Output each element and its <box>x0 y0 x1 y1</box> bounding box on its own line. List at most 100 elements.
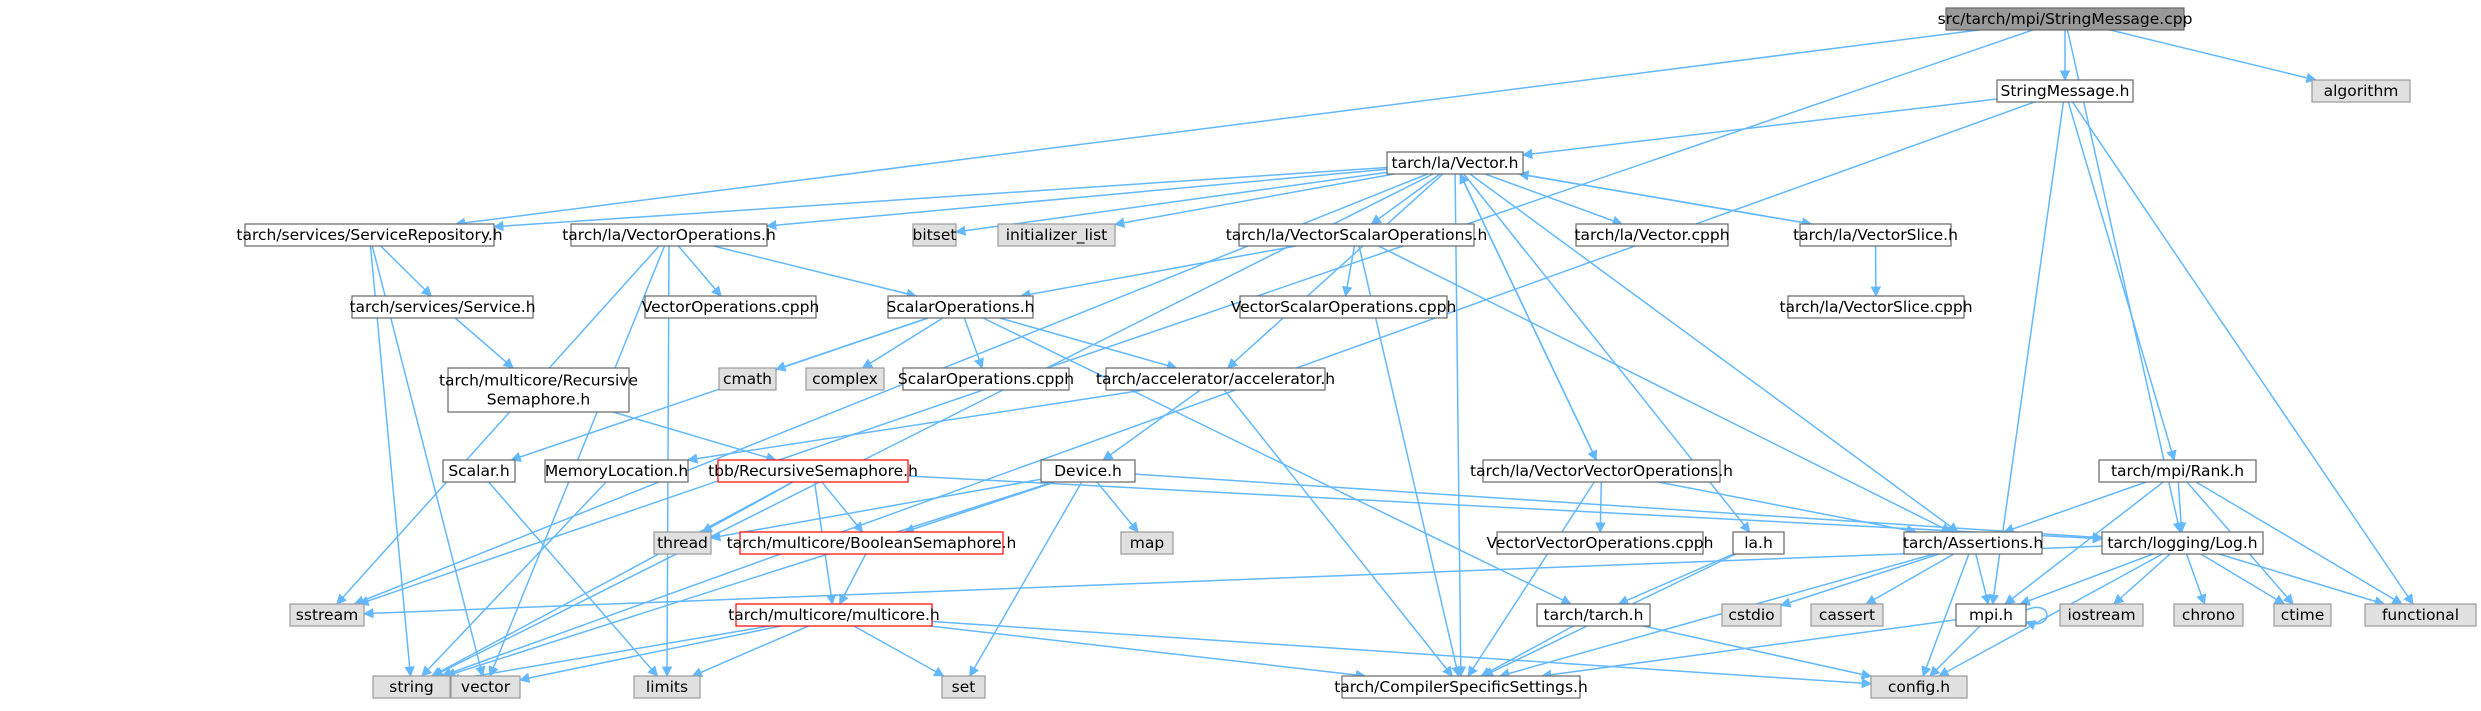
node-mpi_h[interactable]: mpi.h <box>1955 603 2027 627</box>
node-vector_scalar_ops[interactable]: tarch/la/VectorScalarOperations.h <box>1226 223 1488 247</box>
node-la_h[interactable]: la.h <box>1732 531 1785 555</box>
node-vector_vector_ops_cpph[interactable]: VectorVectorOperations.cpph <box>1487 531 1714 555</box>
node-box <box>2098 459 2257 483</box>
node-tarch_h[interactable]: tarch/tarch.h <box>1536 603 1651 627</box>
edge-mpi_rank-to-logging_log <box>2175 481 2187 534</box>
node-vector_h[interactable]: tarch/la/Vector.h <box>1386 151 1524 175</box>
edge-device_h-to-set <box>969 481 1083 677</box>
node-cstdio: cstdio <box>1721 603 1782 627</box>
edge-stringmessage_h-to-mpi_rank <box>2067 101 2177 462</box>
edge-device_h-to-logging_log <box>1134 473 2104 543</box>
node-vector_cpph[interactable]: tarch/la/Vector.cpph <box>1574 223 1730 247</box>
node-label: cassert <box>1819 606 1875 624</box>
node-label: tarch/mpi/Rank.h <box>2111 462 2244 480</box>
node-tbb_recursive[interactable]: tbb/RecursiveSemaphore.h <box>708 459 918 483</box>
node-label: tarch/la/VectorScalarOperations.h <box>1226 226 1488 244</box>
node-scalar_operations[interactable]: ScalarOperations.h <box>887 295 1035 319</box>
node-service_repository[interactable]: tarch/services/ServiceRepository.h <box>236 223 503 247</box>
edge-stringmessage_h-to-vector_h <box>1521 98 1998 160</box>
node-label: chrono <box>2182 606 2235 624</box>
node-vector_operations[interactable]: tarch/la/VectorOperations.h <box>562 223 776 247</box>
node-compiler_specific[interactable]: tarch/CompilerSpecificSettings.h <box>1334 675 1588 699</box>
node-label: ctime <box>2281 606 2325 624</box>
node-box <box>1341 675 1581 699</box>
node-vector_vector_ops[interactable]: tarch/la/VectorVectorOperations.h <box>1470 459 1733 483</box>
node-device_h[interactable]: Device.h <box>1040 459 1136 483</box>
edge-boolean_semaphore-to-multicore_h <box>839 553 867 605</box>
node-label: complex <box>812 370 878 388</box>
edge-la_h-to-tarch_h <box>1617 553 1734 606</box>
edge-vector_h-to-accelerator <box>1226 173 1444 369</box>
node-service_h[interactable]: tarch/services/Service.h <box>349 295 536 319</box>
node-iostream: iostream <box>2059 603 2144 627</box>
node-stringmessage_h[interactable]: StringMessage.h <box>1996 79 2134 103</box>
node-memory_location[interactable]: MemoryLocation.h <box>544 459 689 483</box>
edge-mpi_h-to-mpi_h <box>2025 606 2048 631</box>
node-box <box>1945 7 2185 31</box>
node-box <box>902 367 1070 391</box>
node-set: set <box>941 675 986 699</box>
node-box <box>372 675 451 699</box>
node-vector_slice_cpph[interactable]: tarch/la/VectorSlice.cpph <box>1779 295 1973 319</box>
edge-vector_h-to-vector_scalar_ops <box>1370 173 1441 225</box>
node-box <box>1721 603 1782 627</box>
node-accelerator[interactable]: tarch/accelerator/accelerator.h <box>1096 367 1335 391</box>
node-multicore_h[interactable]: tarch/multicore/multicore.h <box>728 603 940 627</box>
edge-multicore_h-to-config_h <box>931 620 1873 689</box>
node-label: tbb/RecursiveSemaphore.h <box>708 462 918 480</box>
node-label: VectorVectorOperations.cpph <box>1487 534 1714 552</box>
node-assertions[interactable]: tarch/Assertions.h <box>1903 531 2043 555</box>
edge-vector_vector_ops-to-compiler_specific <box>1467 481 1595 677</box>
edge-root-to-sstream <box>358 29 2034 606</box>
edge-tbb_recursive-to-boolean_semaphore <box>821 481 864 533</box>
edge-vector_h-to-vector_cpph <box>1484 173 1623 226</box>
node-logging_log[interactable]: tarch/logging/Log.h <box>2101 531 2264 555</box>
node-label: MemoryLocation.h <box>545 462 688 480</box>
edge-logging_log-to-sstream <box>362 545 2103 619</box>
edge-multicore_h-to-string <box>448 625 770 684</box>
node-label: tarch/services/ServiceRepository.h <box>236 226 502 244</box>
edge-tbb_recursive-to-logging_log <box>907 475 2104 544</box>
node-label: ScalarOperations.cpph <box>898 370 1074 388</box>
edge-device_h-to-string <box>444 481 1054 679</box>
node-multicore_recursive[interactable]: tarch/multicore/RecursiveSemaphore.h <box>439 367 638 413</box>
edge-assertions-to-cassert <box>1865 553 1955 605</box>
edge-service_repository-to-service_h <box>380 245 433 297</box>
node-vector_slice[interactable]: tarch/la/VectorSlice.h <box>1793 223 1958 247</box>
node-label: set <box>952 678 976 696</box>
edge-accelerator-to-device_h <box>1102 389 1201 461</box>
node-label: StringMessage.h <box>2001 82 2130 100</box>
node-vector_operations_cpph[interactable]: VectorOperations.cpph <box>642 295 820 319</box>
edge-mpi_rank-to-mpi_h <box>2004 481 2164 605</box>
node-vector_std: vector <box>450 675 521 699</box>
node-label: sstream <box>296 606 358 624</box>
node-label: tarch/tarch.h <box>1544 606 1644 624</box>
node-box <box>1496 531 1704 555</box>
node-box <box>442 459 516 483</box>
node-box <box>2059 603 2144 627</box>
edge-mpi_h-to-compiler_specific <box>1540 619 1957 680</box>
node-label: initializer_list <box>1006 226 1108 245</box>
node-box <box>2364 603 2477 627</box>
edge-multicore_recursive-to-tbb_recursive <box>612 411 777 463</box>
node-mpi_rank[interactable]: tarch/mpi/Rank.h <box>2098 459 2257 483</box>
node-vector_scalar_ops_cpph[interactable]: VectorScalarOperations.cpph <box>1231 295 1457 319</box>
edge-assertions-to-compiler_specific <box>1499 553 1935 679</box>
node-boolean_semaphore[interactable]: tarch/multicore/BooleanSemaphore.h <box>727 531 1017 555</box>
node-box <box>644 295 817 319</box>
node-label: VectorOperations.cpph <box>642 298 820 316</box>
edge-assertions-to-config_h <box>1921 553 1970 677</box>
node-root[interactable]: src/tarch/mpi/StringMessage.cpp <box>1938 7 2193 31</box>
node-box <box>244 223 495 247</box>
node-box <box>1903 531 2043 555</box>
edge-logging_log-to-ctime <box>2200 553 2286 605</box>
node-box <box>735 603 933 627</box>
node-scalar_operations_cpph[interactable]: ScalarOperations.cpph <box>898 367 1074 391</box>
node-box <box>912 223 957 247</box>
node-label: iostream <box>2067 606 2135 624</box>
node-label: ScalarOperations.h <box>887 298 1035 316</box>
edge-layer <box>336 29 2414 689</box>
node-config_h: config.h <box>1870 675 1968 699</box>
node-label: VectorScalarOperations.cpph <box>1231 298 1457 316</box>
node-scalar_h[interactable]: Scalar.h <box>442 459 516 483</box>
